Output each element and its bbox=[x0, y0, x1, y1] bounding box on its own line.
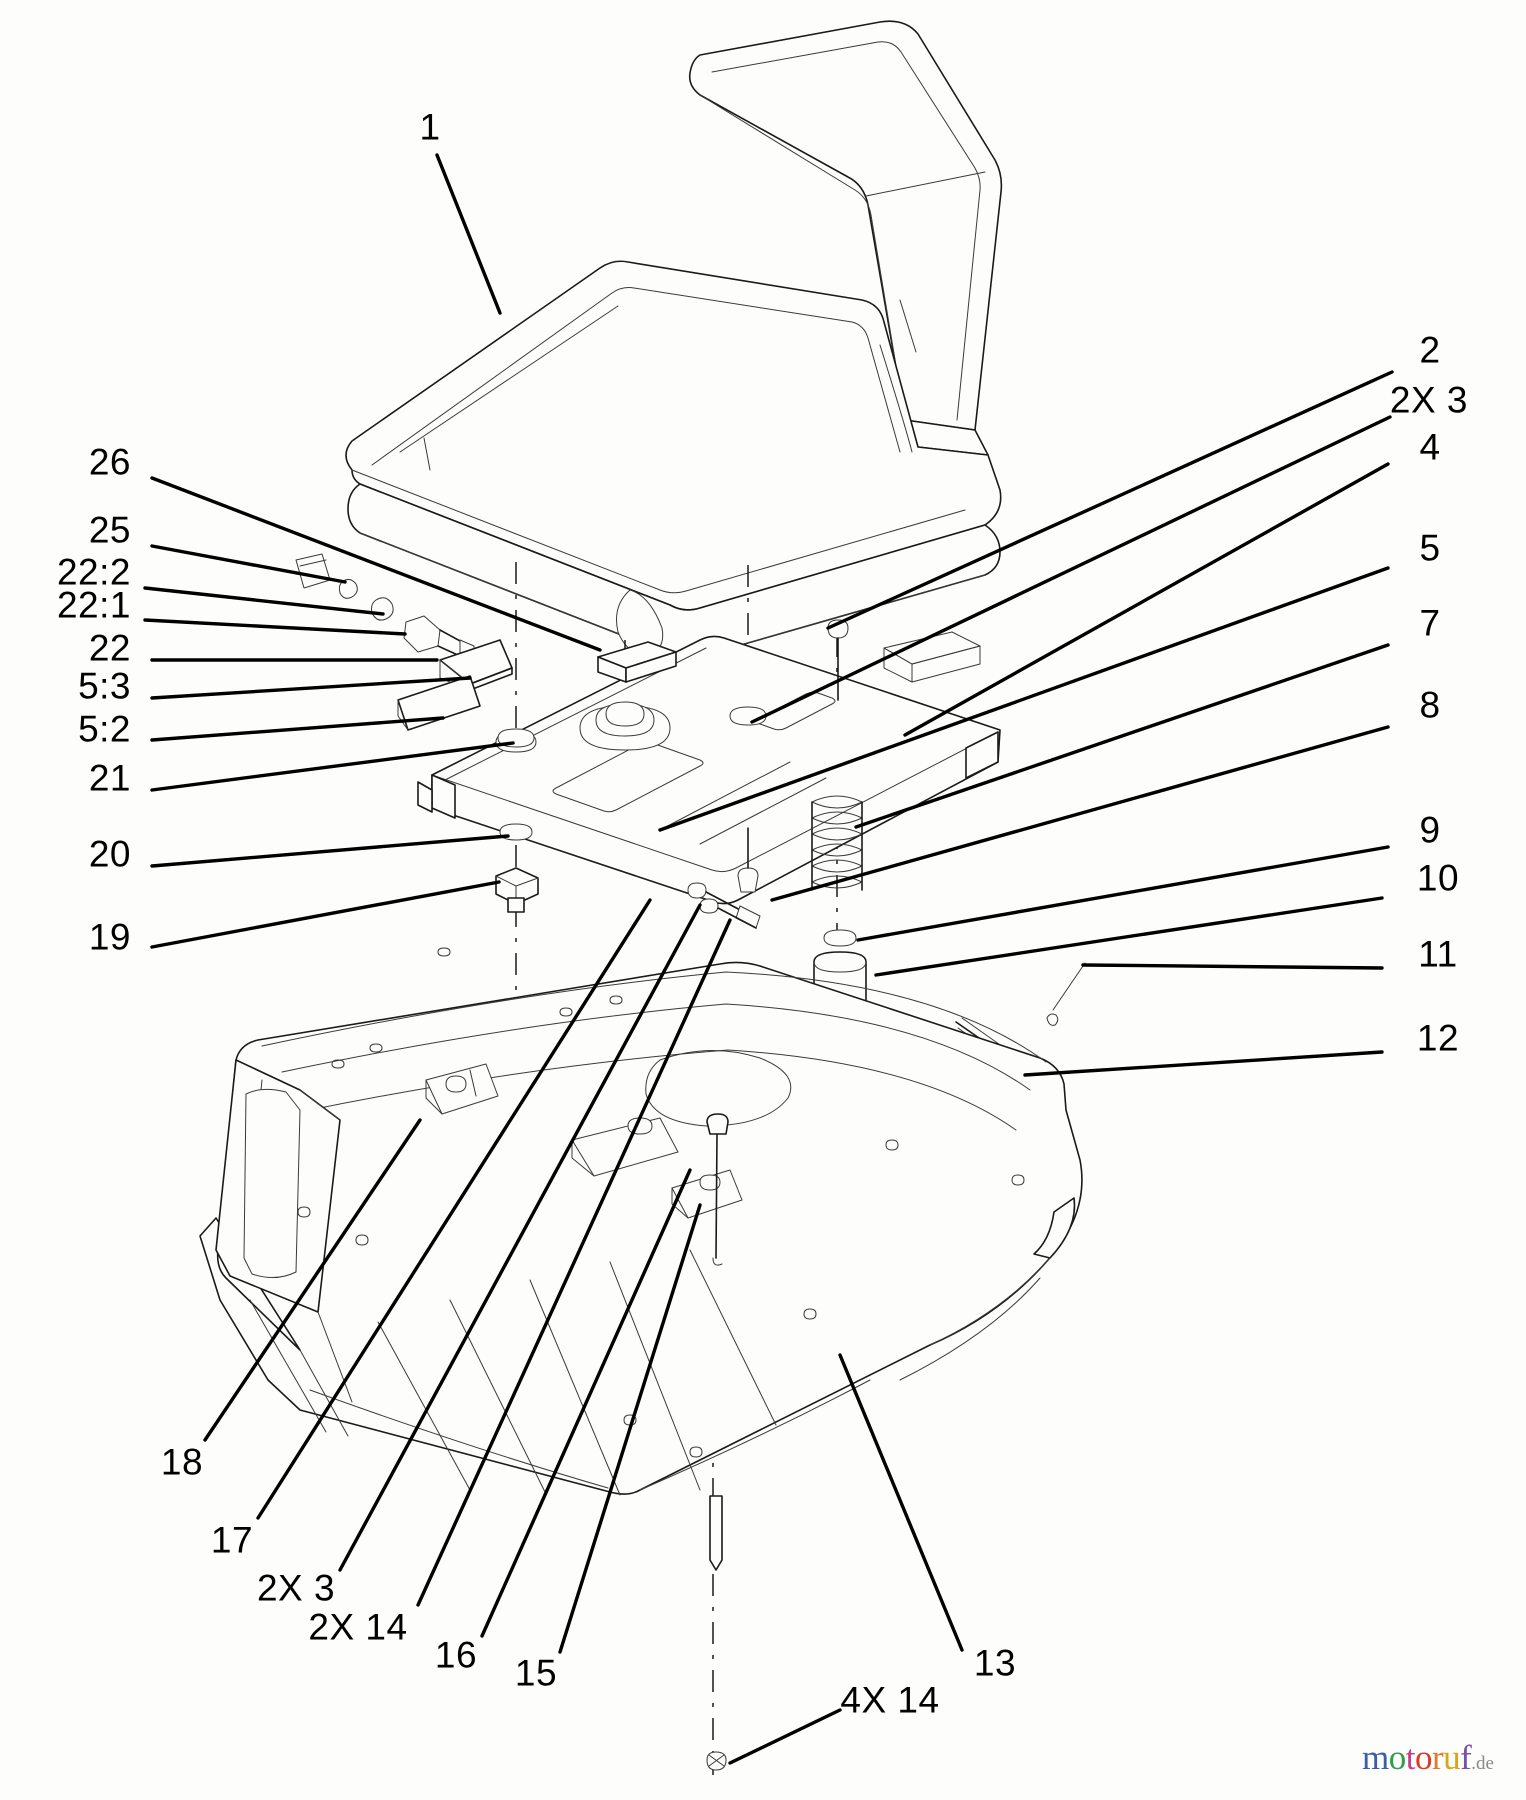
leader-line-2 bbox=[826, 370, 1394, 630]
callout-label-5: 5 bbox=[1419, 527, 1441, 569]
leader-line-22-1 bbox=[143, 618, 407, 636]
callout-label-13: 13 bbox=[973, 1642, 1017, 1684]
seat-cushion-assembly bbox=[345, 20, 1003, 660]
callout-label-2x-14: 2X 14 bbox=[308, 1606, 408, 1648]
callout-label-26: 26 bbox=[88, 441, 131, 483]
watermark-letter-0: m bbox=[1362, 1738, 1389, 1777]
motoruf-watermark: motoruf.de bbox=[1362, 1740, 1494, 1775]
leader-line-5-3 bbox=[150, 676, 472, 700]
callout-label-19: 19 bbox=[88, 916, 131, 958]
watermark-letter-5: u bbox=[1443, 1738, 1461, 1777]
leader-line-4x-14 bbox=[728, 1708, 842, 1765]
callout-label-12: 12 bbox=[1416, 1017, 1460, 1059]
leader-line-26 bbox=[150, 476, 602, 652]
callout-label-9: 9 bbox=[1419, 809, 1441, 851]
leader-line-10 bbox=[874, 896, 1384, 977]
leader-line-20 bbox=[150, 834, 510, 868]
watermark-letter-4: r bbox=[1431, 1738, 1444, 1777]
leader-line-7 bbox=[854, 643, 1390, 829]
callout-label-25: 25 bbox=[88, 509, 131, 551]
callout-label-2x-3: 2X 3 bbox=[256, 1567, 336, 1609]
leader-line-21 bbox=[150, 741, 515, 792]
callout-label-1: 1 bbox=[419, 106, 441, 148]
leader-line-16 bbox=[480, 1168, 692, 1638]
left-hardware-group bbox=[295, 553, 539, 913]
callout-label-4: 4 bbox=[1419, 426, 1441, 468]
leader-line-17 bbox=[256, 898, 652, 1520]
callout-label-2x-3: 2X 3 bbox=[1389, 379, 1468, 421]
callout-label-4x-14: 4X 14 bbox=[840, 1679, 940, 1721]
callout-label-22-1: 22:1 bbox=[56, 584, 131, 626]
watermark-tld: .de bbox=[1471, 1753, 1494, 1774]
leader-line-11 bbox=[1081, 963, 1384, 970]
callout-label-20: 20 bbox=[88, 833, 131, 875]
leader-line-15 bbox=[558, 1203, 702, 1654]
seat-mounting-plate bbox=[417, 619, 1001, 905]
callout-label-5-2: 5:2 bbox=[78, 708, 131, 750]
watermark-letter-3: o bbox=[1414, 1738, 1433, 1777]
leader-line-9 bbox=[856, 845, 1390, 942]
leader-line-19 bbox=[150, 880, 501, 949]
leader-line-18 bbox=[203, 1118, 422, 1442]
leader-line-5 bbox=[658, 566, 1390, 832]
fender-body-panel bbox=[199, 947, 1083, 1771]
callout-label-21: 21 bbox=[88, 757, 131, 799]
leader-line-2x-3 bbox=[750, 415, 1392, 724]
leader-line-2x-14 bbox=[416, 918, 732, 1607]
watermark-letter-1: o bbox=[1388, 1738, 1407, 1777]
callout-label-10: 10 bbox=[1416, 857, 1460, 899]
callout-label-5-3: 5:3 bbox=[78, 665, 131, 707]
watermark-wordmark: motoruf bbox=[1362, 1738, 1472, 1777]
leader-lines bbox=[143, 153, 1394, 1765]
leader-line-4 bbox=[903, 462, 1390, 737]
leader-line-13 bbox=[838, 1353, 964, 1652]
callout-label-11: 11 bbox=[1418, 933, 1458, 975]
callout-label-18: 18 bbox=[160, 1441, 204, 1483]
callout-label-8: 8 bbox=[1419, 684, 1441, 726]
leader-line-22-2 bbox=[143, 586, 385, 616]
callout-label-16: 16 bbox=[434, 1634, 478, 1676]
watermark-letter-6: f bbox=[1460, 1738, 1472, 1777]
leader-line-2x-3 bbox=[338, 903, 702, 1572]
leader-line-8 bbox=[770, 725, 1390, 902]
callout-label-17: 17 bbox=[210, 1519, 254, 1561]
leader-line-12 bbox=[1023, 1050, 1384, 1077]
callout-label-22-2: 22:2 bbox=[56, 551, 131, 593]
leader-line-5-2 bbox=[150, 716, 445, 742]
callout-label-7: 7 bbox=[1419, 602, 1441, 644]
watermark-letter-2: t bbox=[1405, 1738, 1416, 1777]
callout-label-15: 15 bbox=[514, 1652, 558, 1694]
callout-label-2: 2 bbox=[1419, 329, 1441, 371]
leader-line-1 bbox=[435, 153, 502, 315]
leader-line-25 bbox=[150, 544, 347, 584]
callout-label-22: 22 bbox=[88, 627, 131, 669]
